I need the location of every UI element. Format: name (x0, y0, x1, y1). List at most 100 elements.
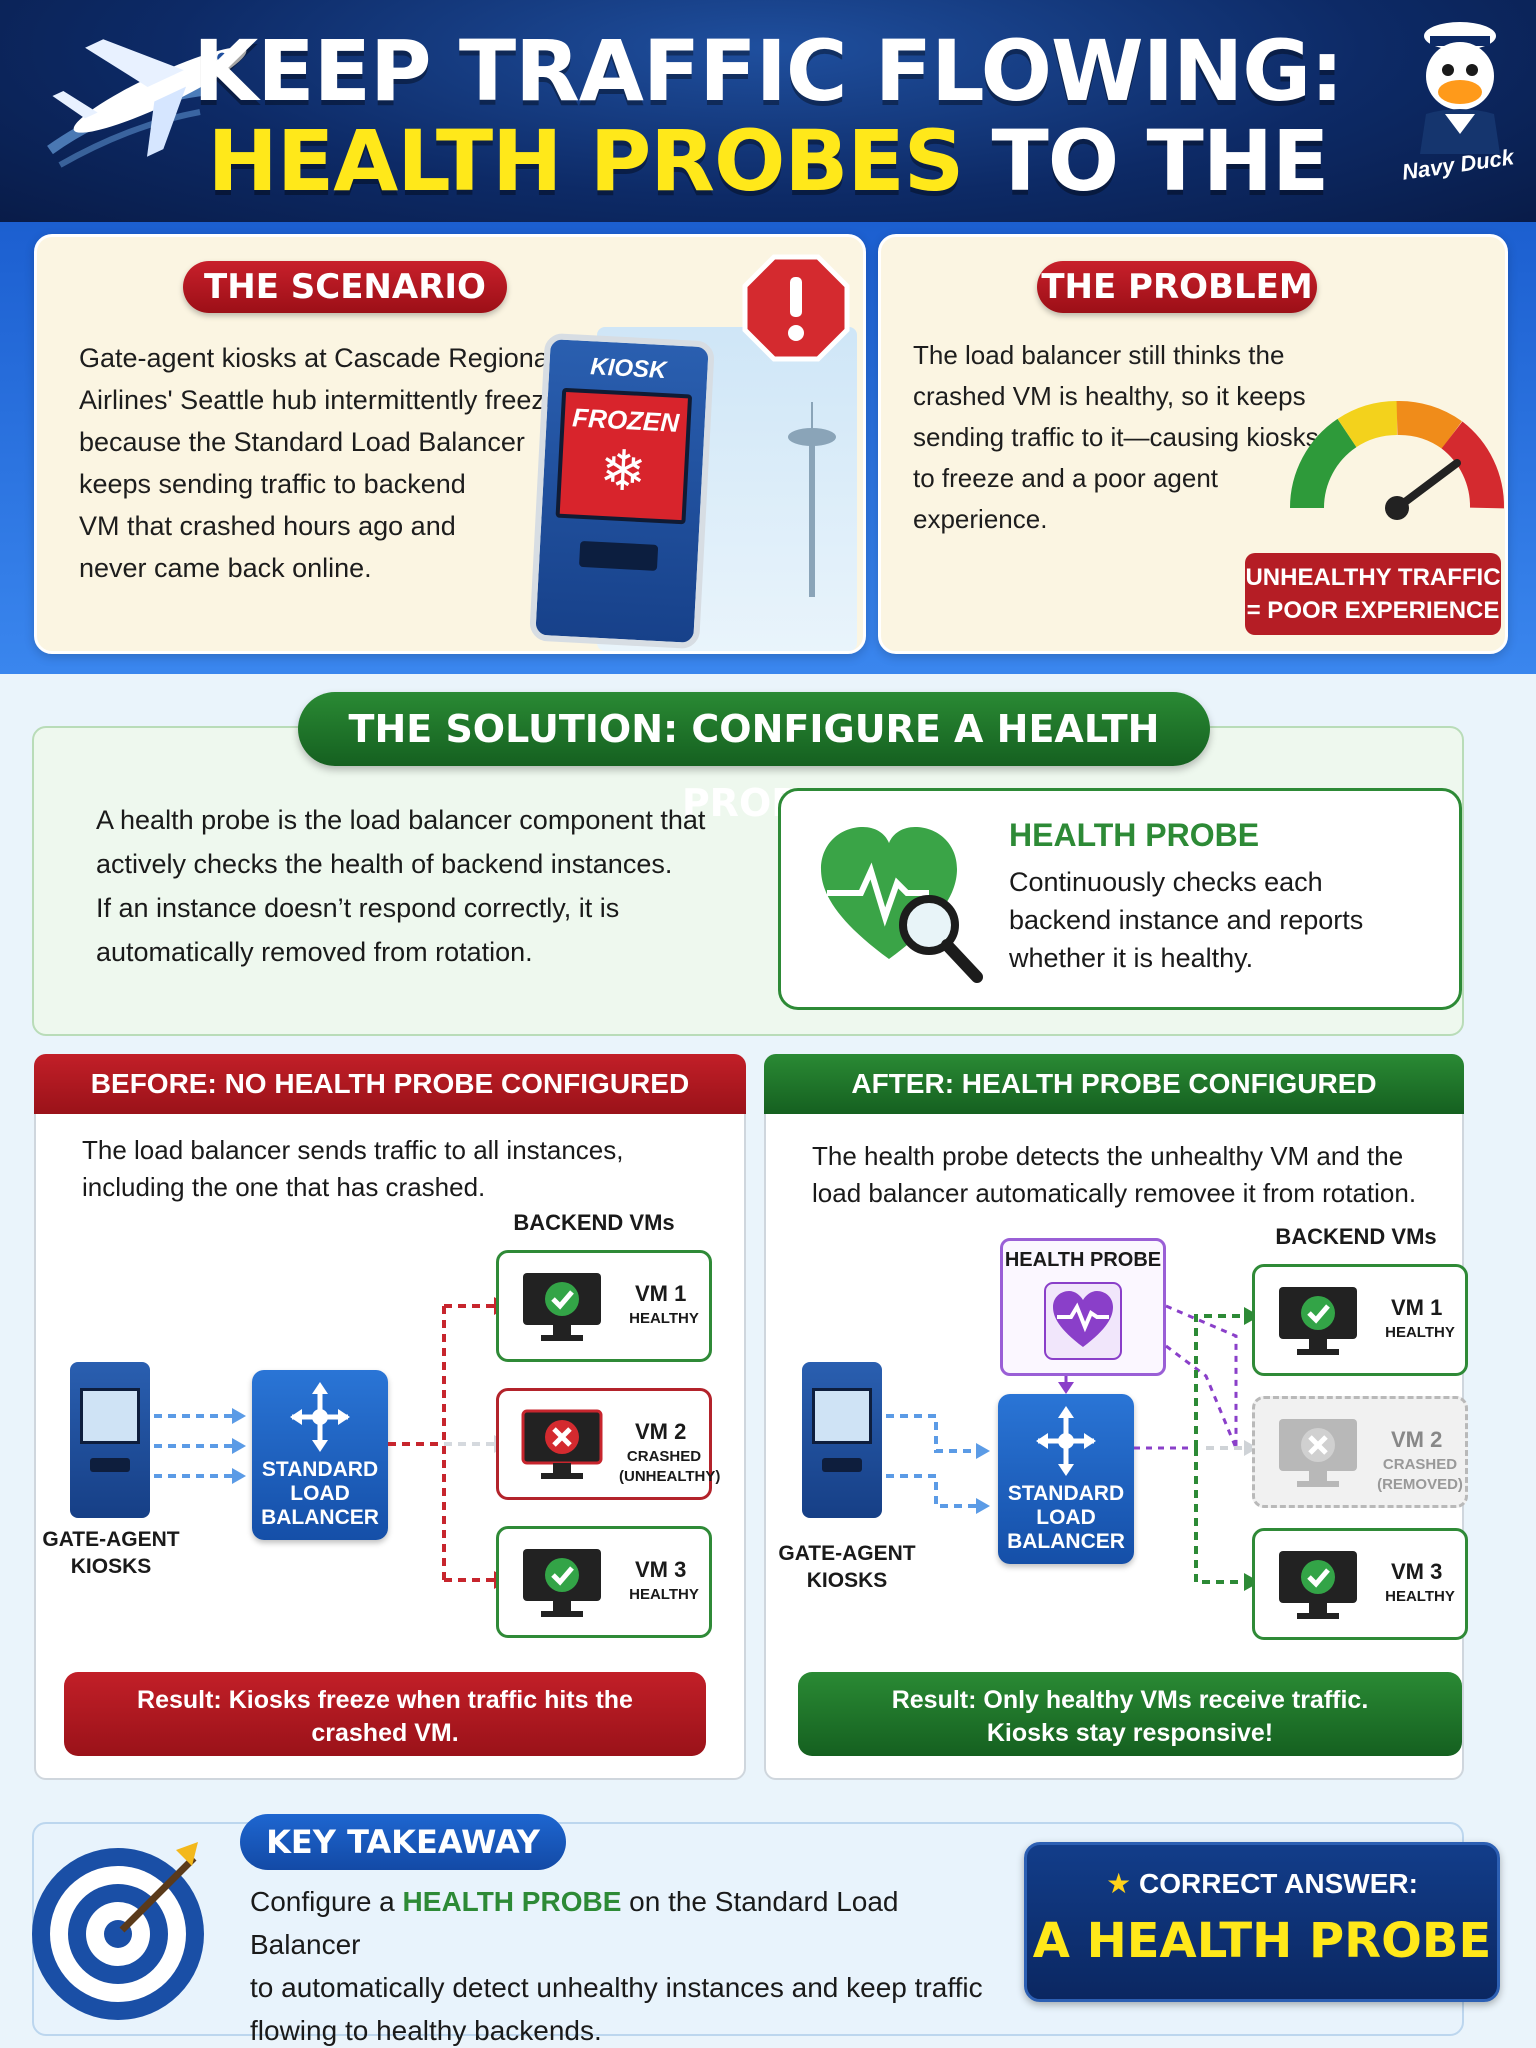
vm-status-line: CRASHED (626, 1448, 702, 1465)
kiosk-icon (70, 1362, 150, 1518)
vm-status-line: CRASHED (1382, 1456, 1458, 1473)
warning-octagon-icon (742, 254, 850, 362)
vm-card: VM 1 HEALTHY (1252, 1264, 1468, 1376)
takeaway-line: Configure a HEALTH PROBE on the Standard… (250, 1880, 1010, 1966)
answer-label-row: ★ CORRECT ANSWER: (1027, 1867, 1497, 1900)
solution-heading: THE SOLUTION: CONFIGURE A HEALTH PROBE (298, 692, 1210, 825)
after-flow-arrows (886, 1304, 1260, 1591)
monitor-check-icon (1279, 1287, 1357, 1355)
card-line: whether it is healthy. (1009, 943, 1254, 973)
lb-line: STANDARD (261, 1458, 379, 1481)
network-hub-icon (1036, 1406, 1096, 1476)
lb-line: LOAD (1036, 1506, 1096, 1529)
vm-name: VM 3 (635, 1557, 687, 1582)
health-probe-card-text: Continuously checks each backend instanc… (1009, 863, 1439, 977)
label-line: KIOSKS (806, 1569, 888, 1592)
vm-card: VM 2 CRASHED (UNHEALTHY) (496, 1388, 721, 1500)
star-icon: ★ (1106, 1868, 1139, 1899)
lb-line: BALANCER (1007, 1530, 1125, 1553)
vm-status-line: (UNHEALTHY) (619, 1468, 721, 1485)
vm-status: CRASHED (UNHEALTHY) (619, 1447, 721, 1487)
after-result: Result: Only healthy VMs receive traffic… (798, 1672, 1462, 1756)
scenario-heading: THE SCENARIO (183, 261, 507, 313)
after-desc: The health probe detects the unhealthy V… (812, 1138, 1452, 1212)
vm-status: HEALTHY (619, 1585, 709, 1605)
unhealthy-badge: UNHEALTHY TRAFFIC = POOR EXPERIENCE (1245, 553, 1501, 635)
problem-line: to freeze and a poor agent (913, 463, 1219, 493)
lb-label: STANDARD LOAD BALANCER (252, 1458, 388, 1530)
before-panel: BEFORE: NO HEALTH PROBE CONFIGURED The l… (34, 1054, 746, 1780)
monitor-x-icon (521, 1409, 603, 1479)
backend-vms-label: BACKEND VMs (513, 1210, 675, 1235)
vm-name: VM 2 (1391, 1427, 1443, 1452)
probe-label: HEALTH PROBE (1004, 1249, 1162, 1271)
monitor-check-icon (523, 1273, 601, 1341)
snowflake-icon: ❄ (597, 437, 649, 504)
vm-status-line: HEALTHY (1385, 1588, 1455, 1605)
kiosks-label: GATE-AGENT KIOSKS (36, 1526, 186, 1580)
after-panel: AFTER: HEALTH PROBE CONFIGURED The healt… (764, 1054, 1468, 1780)
card-line: Continuously checks each (1009, 867, 1323, 897)
vm-card: VM 3 HEALTHY (496, 1526, 712, 1638)
after-heading: AFTER: HEALTH PROBE CONFIGURED (764, 1054, 1464, 1114)
kiosk-icon: KIOSK FROZEN ❄ (529, 332, 715, 650)
kiosk-icon (802, 1362, 882, 1518)
vm-status-line: (REMOVED) (1377, 1476, 1463, 1493)
desc-line: load balancer automatically removee it f… (812, 1178, 1417, 1208)
label-line: KIOSKS (70, 1555, 152, 1578)
label-line: GATE-AGENT (42, 1528, 180, 1551)
problem-text: The load balancer still thinks the crash… (913, 335, 1333, 540)
monitor-x-icon (1279, 1419, 1357, 1487)
result-line: Result: Only healthy VMs receive traffic… (891, 1686, 1369, 1714)
takeaway-line: flowing to healthy backends. (250, 2015, 602, 2046)
takeaway-line: to automatically detect unhealthy instan… (250, 1972, 983, 2003)
desc-line: The load balancer sends traffic to all i… (82, 1135, 624, 1165)
airplane-icon (47, 39, 247, 168)
takeaway-heading: KEY TAKEAWAY (240, 1814, 566, 1870)
heart-pulse-icon (1044, 1282, 1122, 1360)
text-span: Configure a (250, 1886, 403, 1917)
scenario-line: Gate-agent kiosks at Cascade Regional (79, 343, 555, 373)
vm-card: VM 2 CRASHED (REMOVED) (1252, 1396, 1468, 1508)
label-line: GATE-AGENT (778, 1542, 916, 1565)
solution-line: actively checks the health of backend in… (96, 849, 673, 879)
scenario-line: VM that crashed hours ago and (79, 511, 456, 541)
target-icon (32, 1842, 204, 2020)
header-banner: KEEP TRAFFIC FLOWING: HEALTH PROBES TO T… (0, 0, 1536, 240)
vm-name: VM 1 (635, 1281, 687, 1306)
problem-line: The load balancer still thinks the (913, 340, 1285, 370)
problem-line: sending traffic to it—causing kiosks (913, 422, 1319, 452)
vm-status: HEALTHY (1375, 1587, 1465, 1607)
health-probe-node: HEALTH PROBE (1000, 1238, 1166, 1376)
kiosk-screen: FROZEN ❄ (555, 387, 693, 525)
result-line: Result: Kiosks freeze when traffic hits … (137, 1686, 633, 1714)
before-heading: BEFORE: NO HEALTH PROBE CONFIGURED (34, 1054, 746, 1114)
kiosk-screen-text: FROZEN (571, 402, 680, 438)
text-span: on the Standard Load Balancer (250, 1886, 899, 1960)
vm-status-line: HEALTHY (1385, 1324, 1455, 1341)
scenario-text: Gate-agent kiosks at Cascade Regional Ai… (79, 337, 579, 589)
badge-line: UNHEALTHY TRAFFIC (1245, 564, 1501, 591)
monitor-check-icon (1279, 1551, 1357, 1619)
solution-line: automatically removed from rotation. (96, 937, 533, 967)
card-line: backend instance and reports (1009, 905, 1364, 935)
problem-card: THE PROBLEM The load balancer still thin… (878, 234, 1508, 654)
vm-status-line: HEALTHY (629, 1310, 699, 1327)
lb-label: STANDARD LOAD BALANCER (998, 1482, 1134, 1554)
scenario-line: never came back online. (79, 553, 372, 583)
lb-line: STANDARD (1007, 1482, 1125, 1505)
backend-vms-label: BACKEND VMs (1275, 1224, 1437, 1249)
heart-pulse-icon (821, 827, 983, 983)
desc-line: The health probe detects the unhealthy V… (812, 1141, 1404, 1171)
main-title-line1: KEEP TRAFFIC FLOWING: (193, 22, 1344, 120)
scenario-line: Airlines' Seattle hub intermittently fre… (79, 385, 560, 415)
title-highlight: HEALTH PROBES (207, 112, 965, 210)
takeaway-highlight: HEALTH PROBE (402, 1886, 622, 1917)
vm-status: CRASHED (REMOVED) (1375, 1455, 1465, 1495)
vm-status-line: HEALTHY (629, 1586, 699, 1603)
lb-line: BALANCER (261, 1506, 379, 1529)
kiosks-label: GATE-AGENT KIOSKS (772, 1540, 922, 1594)
standard-load-balancer: STANDARD LOAD BALANCER (998, 1394, 1134, 1564)
health-probe-card-title: HEALTH PROBE (1009, 817, 1260, 853)
badge-line: = POOR EXPERIENCE (1246, 597, 1500, 624)
